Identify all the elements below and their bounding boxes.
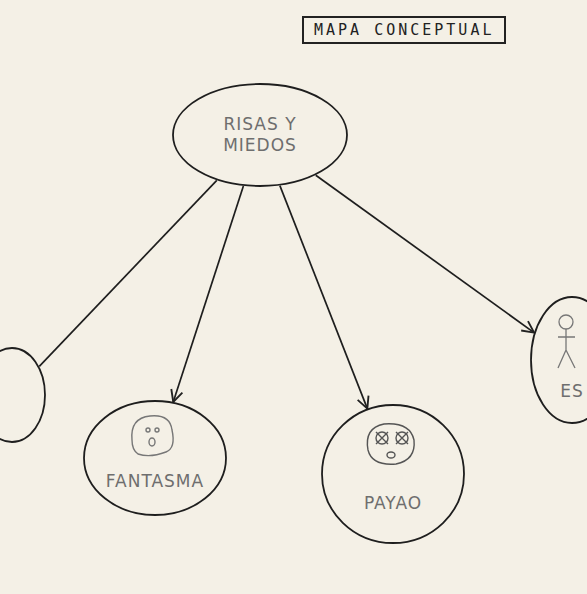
text-holder: RISAS Y MIEDOS (200, 114, 320, 157)
text-holder: FANTASMA (106, 423, 204, 492)
concept-circle: PAYAO (321, 404, 465, 544)
concept-label: ES (560, 381, 584, 402)
ghost-face (132, 416, 173, 456)
text-holder: PAYAO (364, 433, 422, 514)
concept-circle: ES (530, 296, 587, 424)
stick-figure (558, 315, 575, 368)
concept-link (173, 186, 243, 402)
concept-label: PAYAO (364, 493, 422, 514)
concept-link (39, 180, 216, 366)
circle-outline (530, 296, 587, 424)
concept-circle: RISAS Y MIEDOS (172, 83, 348, 187)
concept-circle (0, 347, 46, 443)
diagram-title: MAPA CONCEPTUAL (302, 16, 506, 44)
clown-face (367, 424, 414, 464)
concept-label: FANTASMA (106, 471, 204, 492)
circle-outline (0, 347, 46, 443)
text-holder: ES (560, 317, 584, 402)
circle-outline (83, 400, 227, 516)
circle-outline (321, 404, 465, 544)
concept-label: RISAS Y MIEDOS (200, 114, 320, 157)
concept-circle: FANTASMA (83, 400, 227, 516)
concept-link (316, 175, 534, 332)
concept-link (280, 186, 367, 409)
